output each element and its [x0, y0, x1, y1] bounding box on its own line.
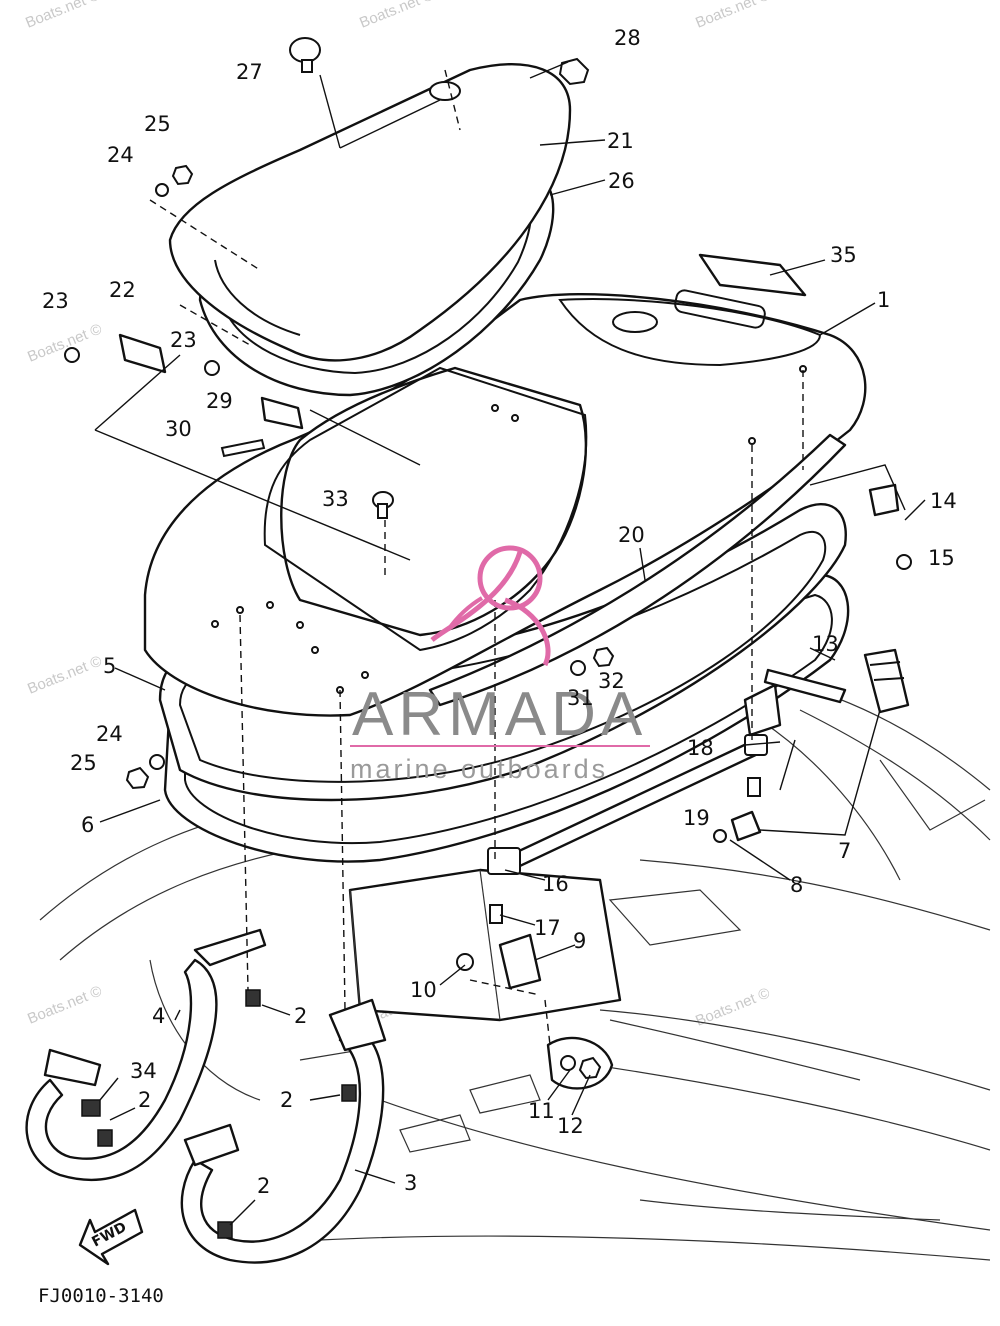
nut-plate: [546, 1036, 614, 1090]
callout-6: 6: [81, 813, 94, 837]
callout-2: 2: [280, 1088, 293, 1112]
main-cowl: [143, 289, 867, 717]
callout-17: 17: [534, 916, 561, 940]
callout-4: 4: [152, 1004, 165, 1028]
clip: [260, 396, 304, 430]
callout-24: 24: [96, 722, 123, 746]
callout-31: 31: [567, 686, 594, 710]
hinge: [118, 333, 167, 374]
callout-14: 14: [930, 489, 957, 513]
callout-23: 23: [170, 328, 197, 352]
callout-32: 32: [598, 669, 625, 693]
diagram-code: FJ0010-3140: [38, 1285, 164, 1307]
callout-22: 22: [109, 278, 136, 302]
callout-2: 2: [138, 1088, 151, 1112]
watermark: Boats.net ©: [357, 0, 436, 32]
right-grab-handle: [180, 998, 387, 1264]
stay-rod: [487, 734, 768, 875]
callout-7: 7: [838, 839, 851, 863]
callout-35: 35: [830, 243, 857, 267]
callout-16: 16: [542, 872, 569, 896]
hardware: [64, 37, 912, 1239]
callout-23: 23: [42, 289, 69, 313]
callout-8: 8: [790, 873, 803, 897]
callout-5: 5: [103, 654, 116, 678]
callout-13: 13: [812, 632, 839, 656]
callout-2: 2: [257, 1174, 270, 1198]
callout-25: 25: [144, 112, 171, 136]
left-grab-handle: [25, 928, 267, 1182]
callout-12: 12: [557, 1114, 584, 1138]
seal-strip: [428, 433, 847, 707]
logo-tagline: marine outboards: [350, 754, 608, 784]
callout-21: 21: [607, 129, 634, 153]
callout-27: 27: [236, 60, 263, 84]
small-bracket: [868, 483, 900, 517]
callout-11: 11: [528, 1099, 555, 1123]
callout-25: 25: [70, 751, 97, 775]
watermark: Boats.net ©: [693, 0, 772, 32]
armada-logo: ARMADA marine outboards: [350, 545, 650, 784]
callout-20: 20: [618, 523, 645, 547]
callout-3: 3: [404, 1171, 417, 1195]
callout-33: 33: [322, 487, 349, 511]
callout-15: 15: [928, 546, 955, 570]
mount-bracket: [498, 933, 542, 990]
callout-28: 28: [614, 26, 641, 50]
leader-lines: [94, 61, 926, 1226]
callout-1: 1: [877, 288, 890, 312]
watermark: Boats.net ©: [25, 652, 104, 697]
callout-30: 30: [165, 417, 192, 441]
watermark: Boats.net ©: [25, 982, 104, 1027]
watermark: Boats.net ©: [23, 0, 102, 32]
callout-10: 10: [410, 978, 437, 1002]
decal: [698, 253, 807, 297]
callout-34: 34: [130, 1059, 157, 1083]
alignment-lines: [149, 69, 804, 1046]
callout-9: 9: [573, 929, 586, 953]
watermark: Boats.net ©: [25, 320, 104, 365]
callout-24: 24: [107, 143, 134, 167]
latch: [730, 648, 910, 842]
logo-name: ARMADA: [352, 680, 647, 749]
callout-19: 19: [683, 806, 710, 830]
bar: [763, 668, 847, 704]
fwd-arrow: FWD: [78, 1208, 144, 1266]
callout-2: 2: [294, 1004, 307, 1028]
callout-18: 18: [687, 736, 714, 760]
hatch-cover: [168, 63, 572, 362]
bracket: [743, 683, 782, 737]
callouts: 1 2 2 2 2 3 4 5 6 7 8 9 10 11 12 13 14 1…: [42, 26, 957, 1198]
callout-29: 29: [206, 389, 233, 413]
callout-26: 26: [608, 169, 635, 193]
